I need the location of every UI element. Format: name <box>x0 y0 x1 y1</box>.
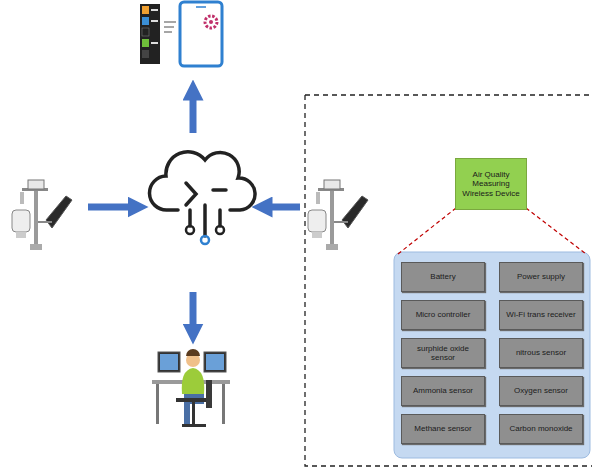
component-box: Battery <box>401 262 485 292</box>
box-label: Battery <box>430 272 455 281</box>
box-label: Power supply <box>517 272 565 281</box>
sensor-device-box: Air Quality Measuring Wireless Device <box>455 158 527 210</box>
box-label: Methane sensor <box>414 424 471 433</box>
component-box: Micro controller <box>401 300 485 330</box>
leader-line <box>526 208 586 254</box>
mobile-app-icon <box>140 2 222 66</box>
cloud-icon <box>150 152 256 244</box>
weather-station-icon <box>12 180 72 250</box>
box-label: Air Quality Measuring Wireless Device <box>460 170 522 198</box>
component-box: Carbon monoxide <box>499 414 583 444</box>
component-box: Wi-Fi trans receiver <box>499 300 583 330</box>
box-label: nitrous sensor <box>516 348 566 357</box>
component-box: Ammonia sensor <box>401 376 485 406</box>
component-box: surphide oxide sensor <box>401 338 485 368</box>
box-label: Ammonia sensor <box>413 386 473 395</box>
flow-arrow <box>88 90 300 334</box>
weather-station-icon <box>308 180 368 250</box>
device-region <box>305 95 592 466</box>
box-label: surphide oxide sensor <box>406 344 480 362</box>
box-label: Carbon monoxide <box>509 424 572 433</box>
box-label: Wi-Fi trans receiver <box>506 310 575 319</box>
operator-icon <box>152 349 230 427</box>
component-box: Oxygen sensor <box>499 376 583 406</box>
component-panel <box>394 252 590 458</box>
box-label: Micro controller <box>416 310 471 319</box>
component-box: Power supply <box>499 262 583 292</box>
component-box: nitrous sensor <box>499 338 583 368</box>
box-label: Oxygen sensor <box>514 386 568 395</box>
component-box: Methane sensor <box>401 414 485 444</box>
leader-line <box>398 208 456 254</box>
